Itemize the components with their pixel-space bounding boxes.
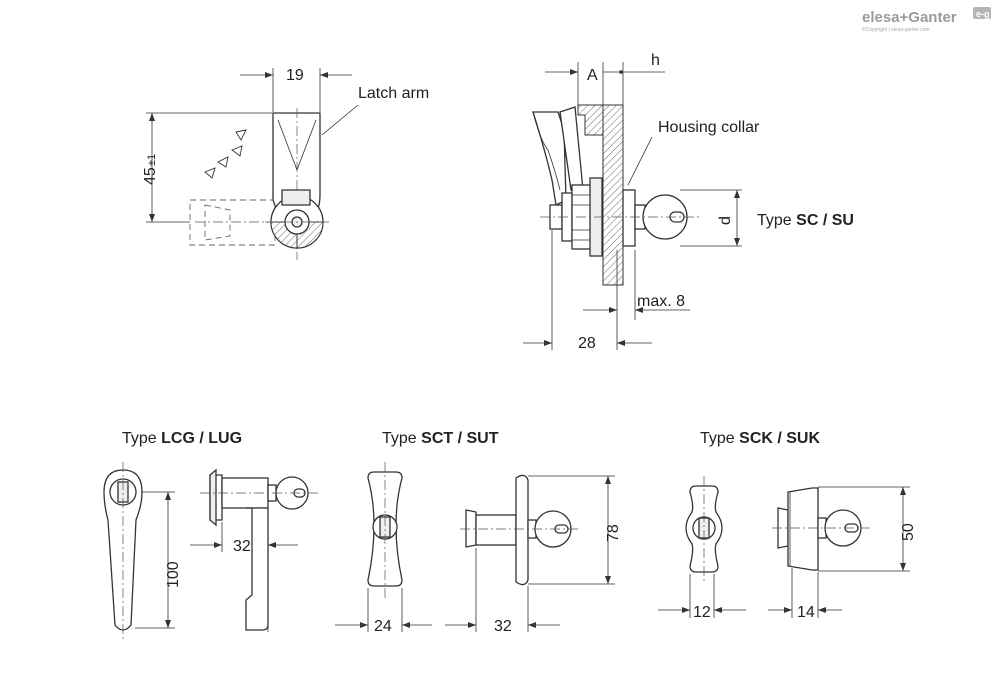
sct-body-side: [475, 514, 517, 546]
type-sck-suk-codes: SCK / SUK: [739, 430, 820, 447]
type-lcg-lug-codes: LCG / LUG: [161, 430, 242, 447]
dim-h: h: [651, 52, 660, 69]
dim-height-tolerance: ±1: [146, 154, 158, 166]
sct-dim-78: 78: [605, 524, 622, 542]
dim-d: d: [717, 216, 734, 225]
sck-dim-12: 12: [693, 604, 711, 621]
type-sct-sut-codes: SCT / SUT: [421, 430, 499, 447]
housing-collar-label: Housing collar: [658, 119, 760, 136]
latch-arm-label: Latch arm: [358, 85, 429, 102]
side-key: [642, 194, 688, 240]
side-latch-arm: [532, 111, 567, 206]
lcg-lever-front: [103, 469, 143, 631]
dim-28: 28: [578, 335, 596, 352]
sct-dim-24: 24: [374, 618, 392, 635]
dim-width-19: 19: [286, 67, 304, 84]
sck-dim-50: 50: [900, 523, 917, 541]
type-sc-su-label: Type SC / SU: [757, 212, 854, 229]
sct-dim-32: 32: [494, 618, 512, 635]
variant-lcg-lug: Type LCG / LUG 100 32: [103, 430, 318, 640]
lcg-lever-side: [245, 507, 269, 631]
brand-badge: [973, 7, 991, 19]
variant-sct-sut: Type SCT / SUT 24 78 3: [335, 430, 622, 635]
dim-height-45: 45: [142, 167, 159, 185]
sck-key: [824, 509, 862, 547]
sct-handle-side: [515, 474, 529, 586]
lcg-dim-100: 100: [165, 561, 182, 588]
lcg-dim-32: 32: [233, 538, 251, 555]
type-sct-sut-label: Type SCT / SUT: [382, 430, 499, 447]
variant-sck-suk: Type SCK / SUK 12 50 1: [658, 430, 917, 621]
panel-section: [602, 104, 624, 286]
rotation-arrows: [204, 129, 247, 179]
type-lcg-lug-label: Type LCG / LUG: [122, 430, 242, 447]
housing-collar: [622, 189, 636, 247]
dim-A: A: [587, 67, 598, 84]
sck-knob-side: [787, 487, 819, 571]
type-sc-su-codes: SC / SU: [796, 212, 854, 229]
brand-badge-text: e-g: [976, 9, 990, 19]
type-sck-suk-label: Type SCK / SUK: [700, 430, 820, 447]
brand-copyright: ©Copyright | elesa-ganter.com: [862, 26, 930, 33]
rotated-arm-outline: [189, 199, 276, 246]
dim-max-8: max. 8: [637, 293, 685, 310]
brand-logo: elesa+Ganter e-g ©Copyright | elesa-gant…: [862, 7, 991, 33]
front-view-latch: 19 45 ±1 Latch arm: [142, 67, 429, 260]
sck-dim-14: 14: [797, 604, 815, 621]
side-section-view: A h Housing collar d Type SC / SU max. 8…: [523, 52, 854, 352]
brand-name: elesa+Ganter: [862, 9, 957, 26]
